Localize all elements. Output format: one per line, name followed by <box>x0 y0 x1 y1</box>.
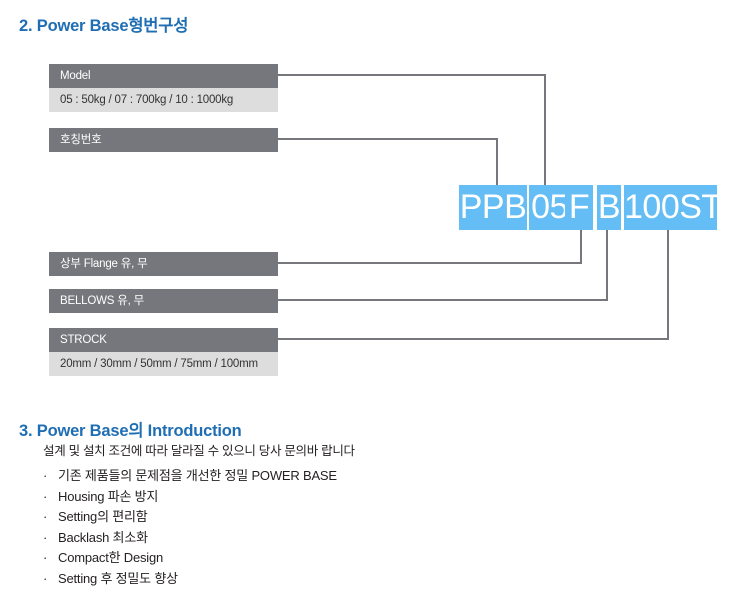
label-box-bellows-header: BELLOWS 유, 무 <box>49 289 278 313</box>
bullet-icon: · <box>43 529 48 545</box>
label-box-bellows: BELLOWS 유, 무 <box>49 289 278 313</box>
label-box-upper-flange-header: 상부 Flange 유, 무 <box>49 252 278 276</box>
list-item: · Backlash 최소화 <box>43 528 337 549</box>
section-title-en-3: Power Base <box>32 422 129 440</box>
introduction-subtitle: 설계 및 설치 조건에 따라 달라질 수 있으니 당사 문의바 랍니다 <box>43 444 355 458</box>
list-item-label: 기존 제품들의 문제점을 개선한 정밀 POWER BASE <box>58 468 337 483</box>
section-title-ko-3: 의 <box>128 422 144 440</box>
list-item: · Compact한 Design <box>43 548 337 569</box>
list-item-label: Setting 후 정밀도 향상 <box>58 570 178 586</box>
connector-line-upper-flange-horizontal <box>278 262 582 264</box>
connector-line-strock-horizontal <box>278 338 669 340</box>
connector-line-upper-flange-vertical <box>580 229 582 262</box>
model-code-diagram: Model 05 : 50kg / 07 : 700kg / 10 : 1000… <box>49 64 722 376</box>
part-number-block-05: 05 <box>529 185 570 230</box>
label-box-model: Model 05 : 50kg / 07 : 700kg / 10 : 1000… <box>49 64 278 112</box>
section-number-3: 3. <box>19 422 33 440</box>
bullet-icon: · <box>43 570 48 586</box>
label-box-strock-header: STROCK <box>49 328 278 352</box>
list-item: · Setting 후 정밀도 향상 <box>43 569 337 589</box>
connector-line-call-number-horizontal <box>278 138 498 140</box>
list-item: · Setting의 편리함 <box>43 507 337 528</box>
connector-line-bellows-vertical <box>606 229 608 299</box>
bullet-icon: · <box>43 550 48 565</box>
section-title-en2-3: Introduction <box>143 422 242 440</box>
connector-line-strock-vertical <box>667 229 669 339</box>
list-item-label: Setting의 편리함 <box>58 509 148 524</box>
list-item-label: Backlash 최소화 <box>58 529 148 545</box>
list-item-label: Housing 파손 방지 <box>58 488 159 504</box>
part-number-block-ppb: PPB <box>459 185 527 230</box>
introduction-feature-list: · 기존 제품들의 문제점을 개선한 정밀 POWER BASE · Housing… <box>43 466 337 589</box>
part-number-block-f: F <box>565 185 593 230</box>
label-box-strock: STROCK 20mm / 30mm / 50mm / 75mm / 100mm <box>49 328 278 376</box>
part-number-block-100st: 100ST <box>624 185 722 230</box>
section-number: 2. <box>19 17 33 35</box>
label-box-model-header: Model <box>49 64 278 88</box>
bullet-icon: · <box>43 509 48 524</box>
label-box-strock-body: 20mm / 30mm / 50mm / 75mm / 100mm <box>49 352 278 376</box>
label-box-upper-flange: 상부 Flange 유, 무 <box>49 252 278 276</box>
section-title-ko: 형번구성 <box>128 17 189 35</box>
page-title-model-code: 2. Power Base형번구성 <box>19 12 188 36</box>
connector-line-call-number-vertical <box>496 138 498 186</box>
section-title-en: Power Base <box>32 17 129 35</box>
bullet-icon: · <box>43 488 48 504</box>
label-box-model-body: 05 : 50kg / 07 : 700kg / 10 : 1000kg <box>49 88 278 112</box>
list-item-label: Compact한 Design <box>58 550 164 565</box>
connector-line-bellows-horizontal <box>278 299 608 301</box>
bullet-icon: · <box>43 468 48 483</box>
label-box-call-number: 호칭번호 <box>49 128 278 152</box>
list-item: · Housing 파손 방지 <box>43 487 337 508</box>
page-title-introduction: 3. Power Base의 Introduction <box>19 417 242 441</box>
connector-line-model-horizontal <box>278 74 546 76</box>
list-item: · 기존 제품들의 문제점을 개선한 정밀 POWER BASE <box>43 466 337 487</box>
label-box-call-number-header: 호칭번호 <box>49 128 278 152</box>
part-number-block-b: B <box>597 185 621 230</box>
connector-line-model-vertical <box>544 74 546 186</box>
